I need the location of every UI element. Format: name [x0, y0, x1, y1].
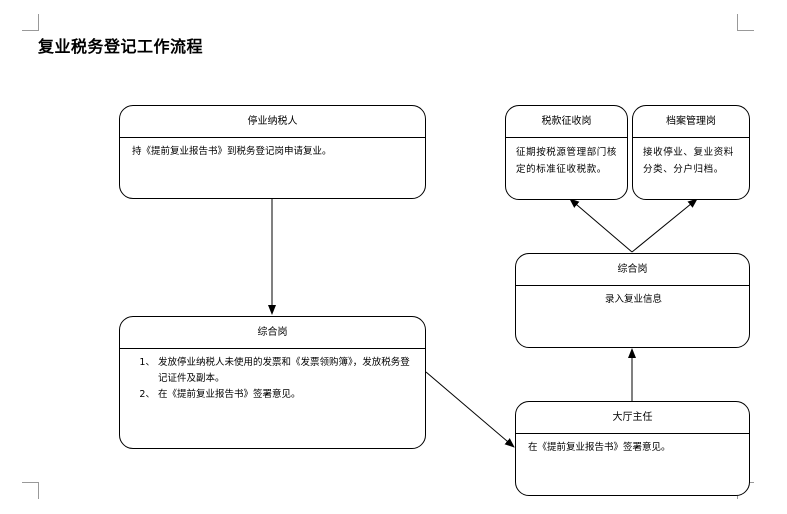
node-body: 录入复业信息: [604, 294, 662, 305]
page-corner-mark-top-left: [22, 14, 39, 31]
node-archives-post: 档案管理岗 接收停业、复业资料分类、分户归档。: [632, 105, 750, 200]
node-hall-director: 大厅主任 在《提前复业报告书》签署意见。: [515, 401, 750, 496]
node-suspended-taxpayer: 停业纳税人 持《提前复业报告书》到税务登记岗申请复业。: [119, 105, 426, 199]
arrow-to-tax-collection: [569, 198, 633, 253]
node-body-list: 发放停业纳税人未使用的发票和《发票领购簿》，发放税务登记证件及副本。 在《提前复…: [132, 355, 415, 403]
arrow-comprehensive-to-hall-director: [425, 371, 515, 448]
list-item: 发放停业纳税人未使用的发票和《发票领购簿》，发放税务登记证件及副本。: [158, 355, 415, 387]
node-header: 大厅主任: [516, 402, 749, 434]
arrow-to-archives: [631, 198, 698, 253]
document-title: 复业税务登记工作流程: [38, 37, 204, 56]
node-body: 持《提前复业报告书》到税务登记岗申请复业。: [132, 146, 332, 157]
node-tax-collection-post: 税款征收岗 征期按税源管理部门核定的标准征收税款。: [505, 105, 628, 200]
node-header: 税款征收岗: [506, 106, 627, 138]
node-header: 档案管理岗: [633, 106, 749, 138]
node-body: 征期按税源管理部门核定的标准征收税款。: [516, 147, 618, 175]
node-header: 停业纳税人: [120, 106, 425, 138]
page-corner-mark-bottom-left: [22, 482, 39, 499]
node-comprehensive-post: 综合岗 发放停业纳税人未使用的发票和《发票领购簿》，发放税务登记证件及副本。 在…: [119, 316, 426, 449]
node-comprehensive-post-2: 综合岗 录入复业信息: [515, 253, 750, 348]
node-body: 在《提前复业报告书》签署意见。: [528, 442, 671, 453]
node-body: 接收停业、复业资料分类、分户归档。: [643, 147, 734, 175]
list-item: 在《提前复业报告书》签署意见。: [158, 387, 415, 403]
node-header: 综合岗: [120, 317, 425, 349]
page-corner-mark-top-right: [737, 14, 754, 31]
node-body: 发放停业纳税人未使用的发票和《发票领购簿》，发放税务登记证件及副本。 在《提前复…: [120, 349, 425, 407]
node-header: 综合岗: [516, 254, 749, 286]
